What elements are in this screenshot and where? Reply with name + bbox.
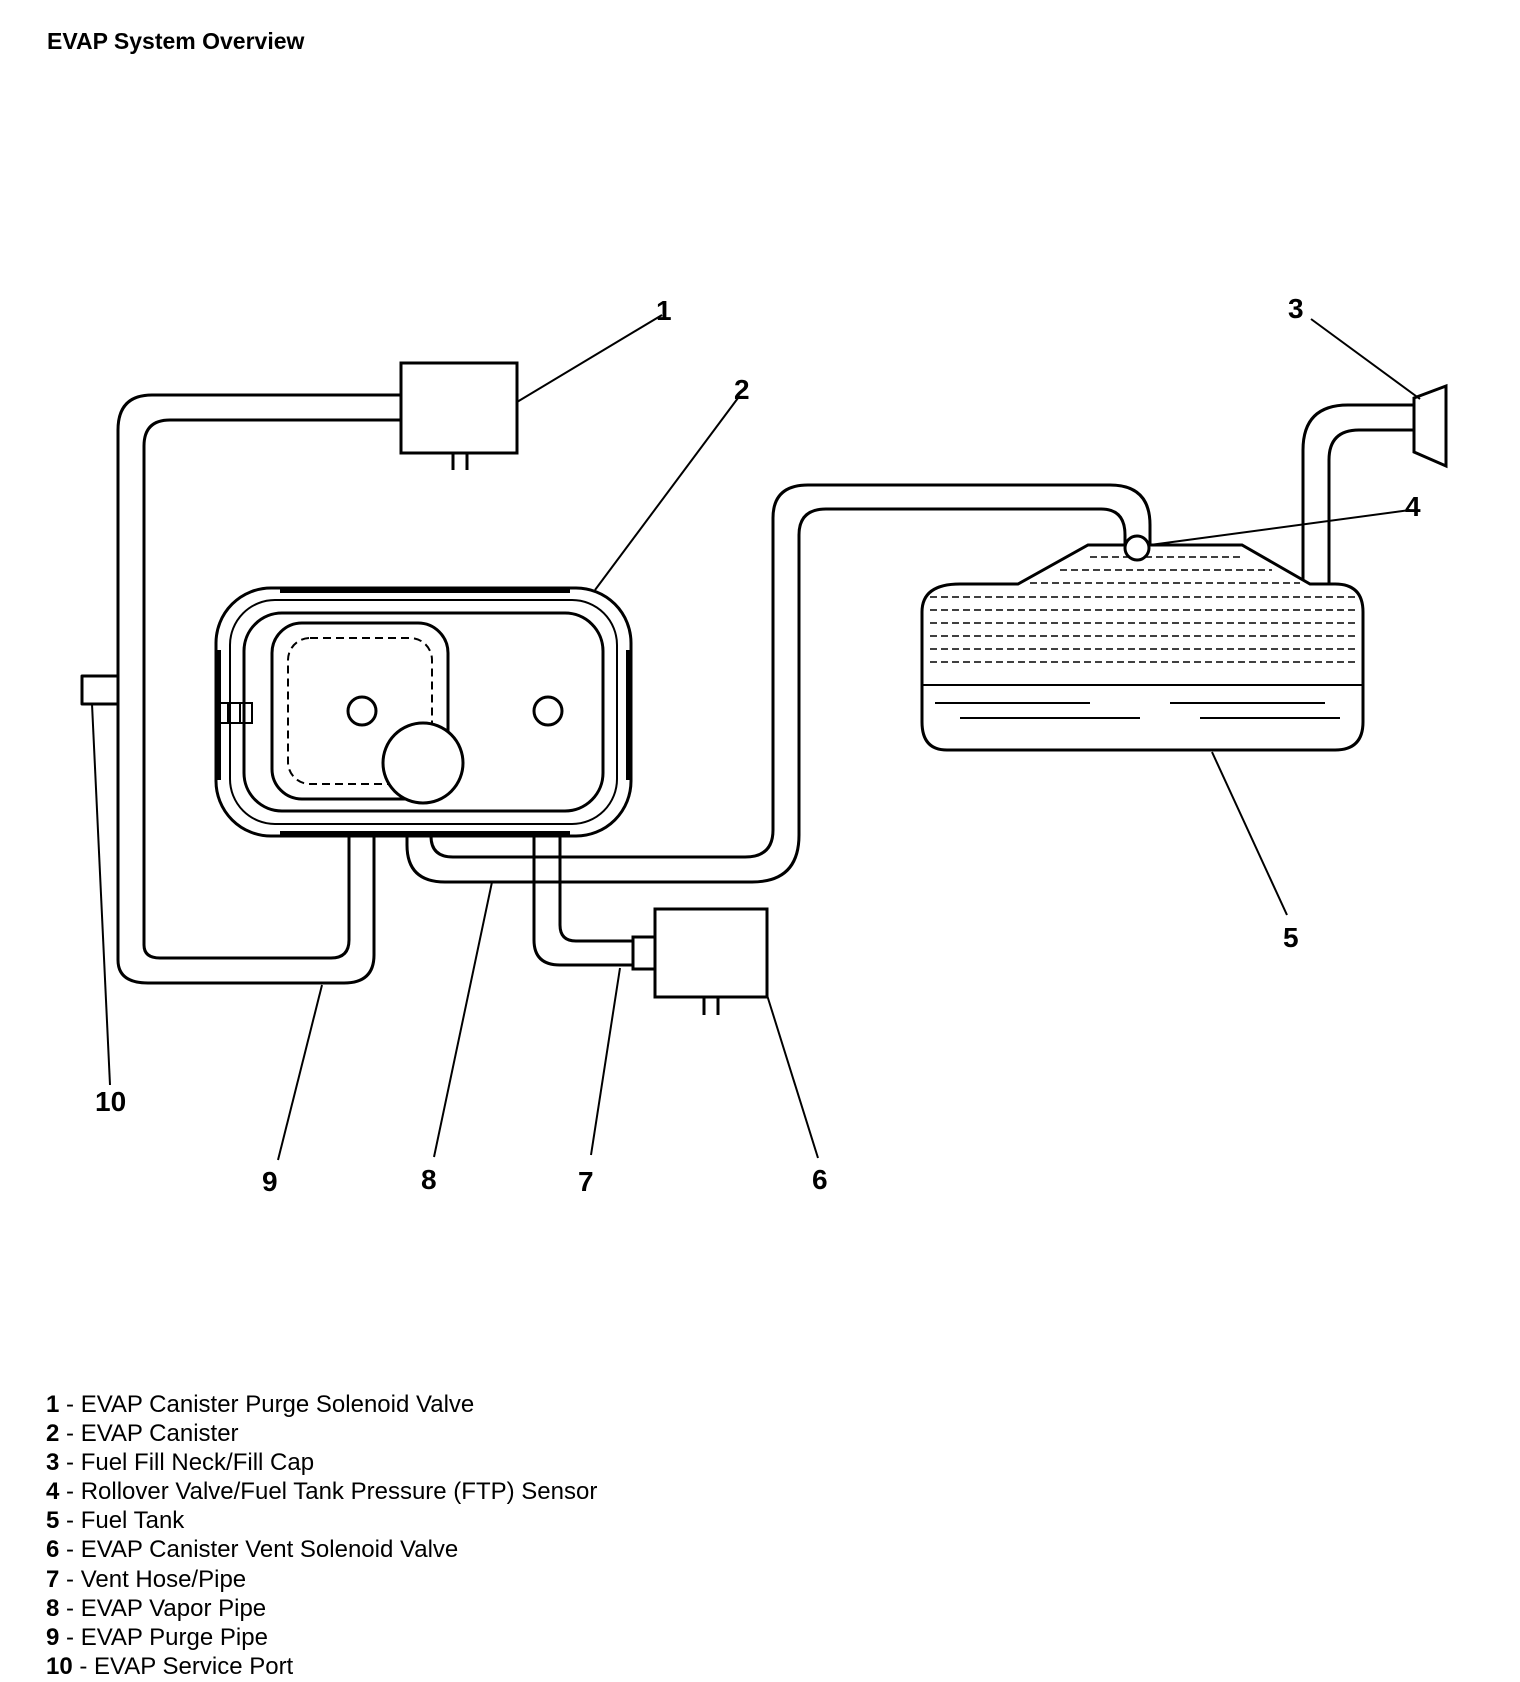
leader-6 xyxy=(766,994,819,1159)
legend-item: 6 - EVAP Canister Vent Solenoid Valve xyxy=(46,1536,459,1564)
legend-item: 10 - EVAP Service Port xyxy=(46,1652,294,1680)
callout-numbers: 1 2 3 4 5 6 7 8 9 10 xyxy=(95,293,1421,1197)
canister-vapor-inlet xyxy=(381,721,465,805)
purge-pipe-outer xyxy=(116,393,401,985)
purge-solenoid-valve xyxy=(399,361,519,470)
vent-hose-outer xyxy=(532,715,633,967)
leader-7 xyxy=(590,967,621,1156)
callout-9: 9 xyxy=(262,1166,278,1197)
purge-valve-port xyxy=(451,453,469,470)
callout-6: 6 xyxy=(812,1164,828,1195)
legend-item: 3 - Fuel Fill Neck/Fill Cap xyxy=(46,1449,315,1477)
evap-diagram: 1 2 3 4 5 6 7 8 9 10 xyxy=(80,293,1448,1197)
callout-10: 10 xyxy=(95,1086,126,1117)
purge-valve-body xyxy=(399,361,519,455)
canister-filter xyxy=(287,637,433,785)
callout-1: 1 xyxy=(656,295,672,326)
vent-valve-body xyxy=(653,907,769,999)
leader-1 xyxy=(516,314,663,403)
callout-7: 7 xyxy=(578,1166,594,1197)
leader-8 xyxy=(433,881,493,1158)
vent-hose-inner xyxy=(558,715,633,943)
legend-item: 1 - EVAP Canister Purge Solenoid Valve xyxy=(46,1391,475,1418)
vent-valve-port xyxy=(702,997,720,1015)
callout-3: 3 xyxy=(1288,293,1304,324)
callout-2: 2 xyxy=(734,374,750,405)
fill-cap xyxy=(1412,383,1448,469)
evap-canister xyxy=(214,586,633,838)
page-title: EVAP System Overview xyxy=(47,28,305,54)
vent-valve-nipple xyxy=(631,935,657,971)
fuel-tank xyxy=(920,543,1365,752)
fill-neck-outer xyxy=(1301,403,1414,584)
legend-item: 5 - Fuel Tank xyxy=(46,1507,185,1535)
leader-9 xyxy=(277,984,323,1161)
canister-side-fitting xyxy=(216,702,253,724)
fuel-tank-body xyxy=(920,543,1365,752)
legend-item: 9 - EVAP Purge Pipe xyxy=(46,1623,268,1651)
canister-vent-port xyxy=(532,695,564,727)
legend-item: 4 - Rollover Valve/Fuel Tank Pressure (F… xyxy=(46,1478,598,1506)
pipes xyxy=(80,393,1414,985)
canister-shell-inner xyxy=(242,611,605,813)
legend-item: 8 - EVAP Vapor Pipe xyxy=(46,1594,267,1622)
leader-10 xyxy=(91,703,111,1086)
callout-4: 4 xyxy=(1405,491,1421,522)
leader-3 xyxy=(1310,318,1421,400)
callout-5: 5 xyxy=(1283,922,1299,953)
legend-item: 7 - Vent Hose/Pipe xyxy=(46,1565,247,1593)
service-port-icon xyxy=(80,674,118,706)
canister-chamber xyxy=(270,621,450,801)
leader-lines xyxy=(91,314,1421,1161)
leader-5 xyxy=(1211,751,1288,916)
callout-8: 8 xyxy=(421,1164,437,1195)
purge-pipe-inner xyxy=(142,418,401,960)
vapor-pipe-inner xyxy=(429,483,1152,859)
canister-purge-port xyxy=(346,695,378,727)
canister-shell-band xyxy=(229,599,618,825)
vapor-pipe-outer xyxy=(405,507,1127,884)
fuel-vapor-space xyxy=(930,556,1355,663)
fuel-liquid-level xyxy=(922,684,1363,719)
legend-item: 2 - EVAP Canister xyxy=(46,1420,239,1448)
parts-legend: 1 - EVAP Canister Purge Solenoid Valve 2… xyxy=(46,1390,597,1681)
leader-2 xyxy=(594,397,739,591)
rollover-valve xyxy=(1123,534,1151,562)
leader-4 xyxy=(1149,509,1411,546)
fill-neck-inner xyxy=(1327,428,1414,584)
vent-solenoid-valve xyxy=(631,907,769,1015)
